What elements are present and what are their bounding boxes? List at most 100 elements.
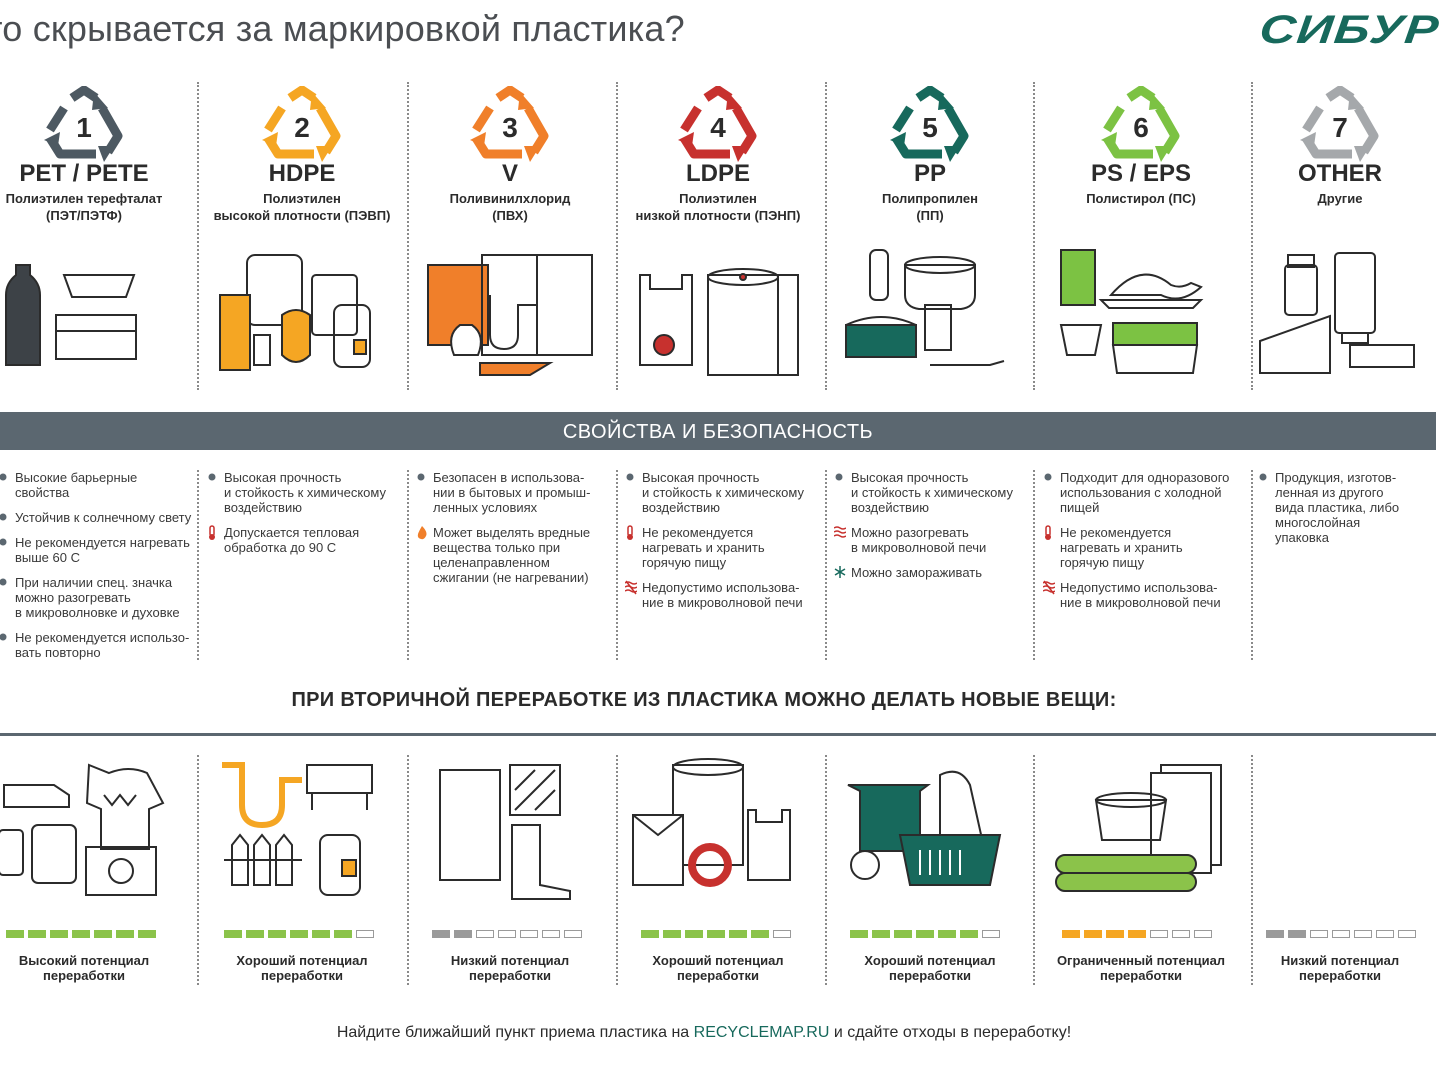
column-separator xyxy=(197,470,199,660)
properties-list: Высокая прочность и стойкость к химическ… xyxy=(624,470,821,620)
bar-segment-filled xyxy=(1128,930,1146,938)
dot-icon xyxy=(0,575,10,590)
bar-segment-filled xyxy=(872,930,890,938)
bar-segment-empty xyxy=(498,930,516,938)
bar-segment-empty xyxy=(1150,930,1168,938)
bar-segment-filled xyxy=(28,930,46,938)
property-text: Высокая прочность и стойкость к химическ… xyxy=(642,470,804,515)
bar-segment-filled xyxy=(290,930,308,938)
property-item: Высокая прочность и стойкость к химическ… xyxy=(207,470,403,515)
bar-segment-filled xyxy=(707,930,725,938)
recycling-code-5: 5 xyxy=(888,85,972,167)
dot-icon xyxy=(0,535,10,550)
property-text: Не рекомендуется нагревать выше 60 С xyxy=(15,535,190,565)
recycling-triangle-icon: 4 xyxy=(678,85,757,162)
recycled-products xyxy=(420,755,600,910)
recycling-title: ПРИ ВТОРИЧНОЙ ПЕРЕРАБОТКЕ ИЗ ПЛАСТИКА МО… xyxy=(291,689,1117,711)
bar-segment-filled xyxy=(1062,930,1080,938)
recycled-products xyxy=(0,755,174,910)
bar-segment-filled xyxy=(6,930,24,938)
property-text: При наличии спец. значка можно разогрева… xyxy=(15,575,180,620)
plastic-full-name: Другие xyxy=(1317,191,1363,206)
property-text: Можно замораживать xyxy=(851,565,982,580)
footer-after: и сдайте отходы в переработку! xyxy=(829,1024,1072,1041)
properties-list: Подходит для одноразового использования … xyxy=(1042,470,1243,620)
recycling-triangle-icon: 7 xyxy=(1300,85,1379,162)
product-examples xyxy=(1250,245,1430,390)
footer-text: Найдите ближайший пункт приема пластика … xyxy=(0,1024,1408,1042)
recycled-products-illustration xyxy=(0,763,165,896)
bar-segment-filled xyxy=(1084,930,1102,938)
property-item: Допускается тепловая обработка до 90 С xyxy=(207,525,403,555)
svg-text:1: 1 xyxy=(76,112,92,143)
product-examples xyxy=(840,245,1020,390)
sibur-logo: СИБУР xyxy=(1257,8,1440,52)
recycling-code-3: 3 xyxy=(468,85,552,167)
product-examples xyxy=(0,245,174,390)
recycling-divider xyxy=(0,733,1436,736)
property-item: Не рекомендуется нагревать и хранить гор… xyxy=(625,525,821,570)
thermo-icon xyxy=(1043,525,1055,540)
svg-text:3: 3 xyxy=(502,112,518,143)
dot-icon xyxy=(834,470,846,485)
recycled-products xyxy=(212,755,392,910)
bar-segment-filled xyxy=(138,930,156,938)
column-separator xyxy=(616,470,618,660)
bar-segment-empty xyxy=(1172,930,1190,938)
product-examples xyxy=(628,245,808,390)
column-separator xyxy=(616,82,618,390)
recycling-code-4: 4 xyxy=(676,85,760,167)
product-examples-illustration xyxy=(639,268,799,376)
bar-segment-filled xyxy=(685,930,703,938)
recycling-potential-label: Хороший потенциал переработки xyxy=(864,953,996,983)
bar-segment-filled xyxy=(94,930,112,938)
property-item: Высокая прочность и стойкость к химическ… xyxy=(834,470,1030,515)
bar-segment-filled xyxy=(432,930,450,938)
page-title: то скрывается за маркировкой пластика? xyxy=(0,8,685,49)
thermo-icon xyxy=(207,525,219,540)
bar-segment-filled xyxy=(751,930,769,938)
property-text: Не рекомендуется использо- вать повторно xyxy=(15,630,190,660)
plastic-code: PP xyxy=(913,160,946,187)
recycling-triangle-icon: 2 xyxy=(262,85,341,162)
property-text: Не рекомендуется нагревать и хранить гор… xyxy=(642,525,765,570)
product-examples xyxy=(420,245,600,390)
property-item: Недопустимо использова- ние в микроволно… xyxy=(1042,580,1243,610)
recycled-products-illustration xyxy=(222,762,373,896)
product-examples xyxy=(1051,245,1231,390)
plastic-code: PET / PETE xyxy=(19,160,149,187)
dot-icon xyxy=(0,510,10,525)
product-examples-illustration xyxy=(427,254,593,376)
bar-segment-filled xyxy=(1288,930,1306,938)
bar-segment-filled xyxy=(938,930,956,938)
bar-segment-filled xyxy=(224,930,242,938)
recycled-products-illustration xyxy=(1055,764,1222,892)
column-separator xyxy=(1251,82,1253,390)
svg-text:6: 6 xyxy=(1133,112,1149,143)
column-separator xyxy=(1033,470,1035,660)
bar-segment-filled xyxy=(246,930,264,938)
recyclemap-link[interactable]: RECYCLEMAP.RU xyxy=(693,1024,830,1041)
bar-segment-filled xyxy=(729,930,747,938)
recycling-code-2: 2 xyxy=(260,85,344,167)
bar-segment-empty xyxy=(356,930,374,938)
plastic-full-name: Полистирол (ПС) xyxy=(1086,191,1196,206)
svg-text:4: 4 xyxy=(710,112,726,143)
column-separator xyxy=(825,470,827,660)
recycling-potential-label: Хороший потенциал переработки xyxy=(652,953,784,983)
property-text: Высокая прочность и стойкость к химическ… xyxy=(851,470,1013,515)
property-item: Не рекомендуется нагревать и хранить гор… xyxy=(1043,525,1243,570)
column-separator xyxy=(616,755,618,985)
property-text: Недопустимо использова- ние в микроволно… xyxy=(1060,580,1221,610)
product-examples-illustration xyxy=(219,254,371,371)
column-separator xyxy=(1033,755,1035,985)
bar-segment-filled xyxy=(116,930,134,938)
plastic-code: OTHER xyxy=(1298,160,1382,187)
recycled-products xyxy=(1051,755,1231,910)
column-separator xyxy=(407,755,409,985)
properties-list: Продукция, изготов- ленная из другого ви… xyxy=(1258,470,1428,555)
dot-icon xyxy=(0,630,10,645)
recycling-potential-label: Высокий потенциал переработки xyxy=(18,953,150,983)
property-item: Не рекомендуется нагревать выше 60 С xyxy=(0,535,194,565)
properties-list: Высокая прочность и стойкость к химическ… xyxy=(833,470,1030,590)
